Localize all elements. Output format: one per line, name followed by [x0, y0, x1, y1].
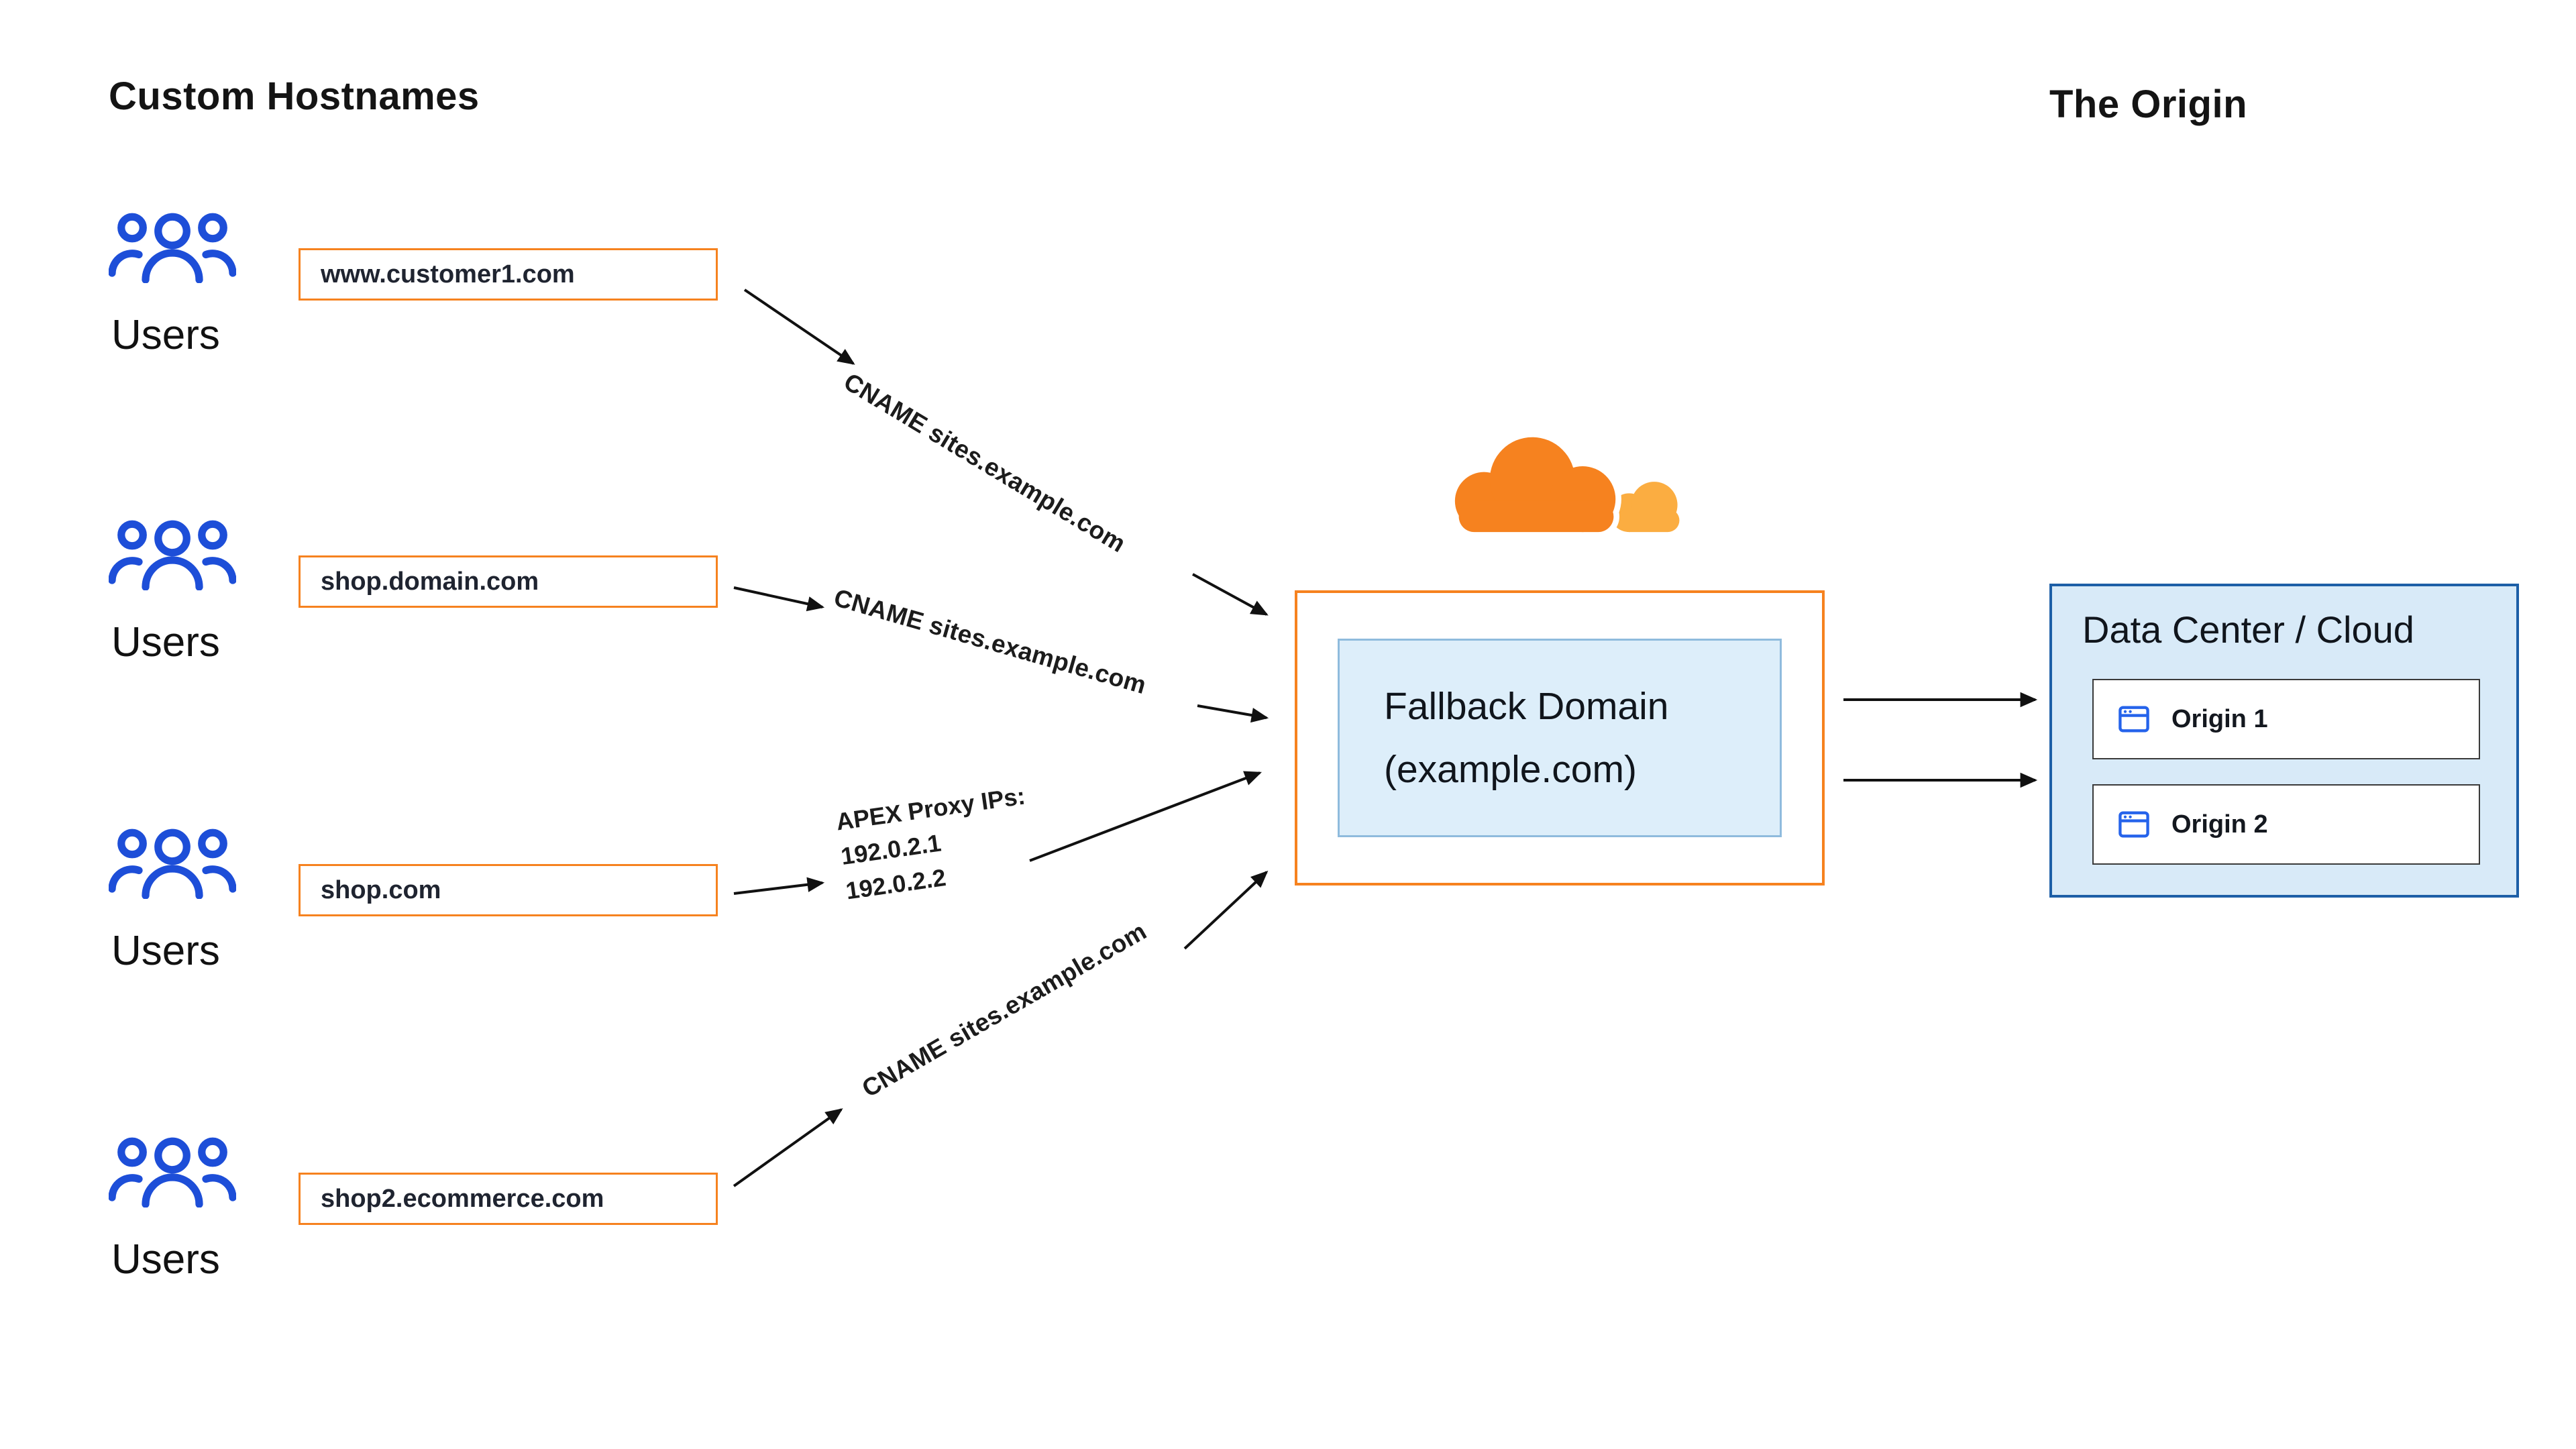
cname-label-1: CNAME sites.example.com — [839, 368, 1131, 558]
browser-window-icon — [2118, 706, 2149, 733]
the-origin-title: The Origin — [2049, 83, 2247, 126]
origin-2-box: Origin 2 — [2092, 784, 2480, 865]
hostname-box-shop: shop.com — [299, 864, 718, 916]
origin-2-label: Origin 2 — [2171, 810, 2268, 839]
apex-proxy-label: APEX Proxy IPs: 192.0.2.1 192.0.2.2 — [834, 778, 1037, 909]
arrow-apex-in — [1029, 771, 1262, 862]
hostname-text: shop.com — [321, 875, 441, 904]
browser-window-icon — [2118, 811, 2149, 838]
arrow-cname4-in — [1183, 870, 1269, 950]
users-icon — [109, 828, 236, 899]
user-group-1: Users www.customer1.com — [109, 209, 860, 417]
users-icon — [109, 213, 236, 283]
origin-1-label: Origin 1 — [2171, 704, 2268, 733]
hostname-text: shop2.ecommerce.com — [321, 1184, 604, 1213]
fallback-domain-line2: (example.com) — [1384, 748, 1637, 791]
fallback-domain-box: Fallback Domain (example.com) — [1338, 639, 1782, 837]
users-label: Users — [111, 312, 220, 358]
origin-1-box: Origin 1 — [2092, 679, 2480, 759]
users-label: Users — [111, 1236, 220, 1283]
hostname-box-customer1: www.customer1.com — [299, 248, 718, 301]
cloudflare-light-cloud — [1609, 482, 1680, 533]
hostname-text: www.customer1.com — [321, 260, 575, 288]
data-center-title: Data Center / Cloud — [2082, 608, 2414, 651]
cloudflare-main-cloud — [1454, 437, 1616, 533]
hostname-box-shop-domain: shop.domain.com — [299, 555, 718, 608]
fallback-domain-line1: Fallback Domain — [1384, 684, 1669, 728]
data-center-box: Data Center / Cloud Origin 1 Origin 2 — [2049, 584, 2519, 898]
user-group-2: Users shop.domain.com — [109, 517, 860, 724]
users-label: Users — [111, 928, 220, 974]
user-group-4: Users shop2.ecommerce.com — [109, 1134, 860, 1342]
cname-label-4: CNAME sites.example.com — [857, 917, 1151, 1103]
users-icon — [109, 1137, 236, 1208]
arrow-cname1-in — [1192, 573, 1269, 616]
fallback-domain-outer-box: Fallback Domain (example.com) — [1295, 590, 1825, 885]
users-label: Users — [111, 619, 220, 665]
hostname-text: shop.domain.com — [321, 567, 539, 596]
cname-label-2: CNAME sites.example.com — [830, 584, 1150, 700]
custom-hostnames-title: Custom Hostnames — [109, 74, 480, 118]
users-icon — [109, 520, 236, 590]
hostname-box-shop2-ecommerce: shop2.ecommerce.com — [299, 1173, 718, 1225]
user-group-3: Users shop.com — [109, 825, 860, 1033]
cloudflare-logo-icon — [1449, 431, 1680, 538]
arrow-cname2-in — [1197, 704, 1269, 723]
